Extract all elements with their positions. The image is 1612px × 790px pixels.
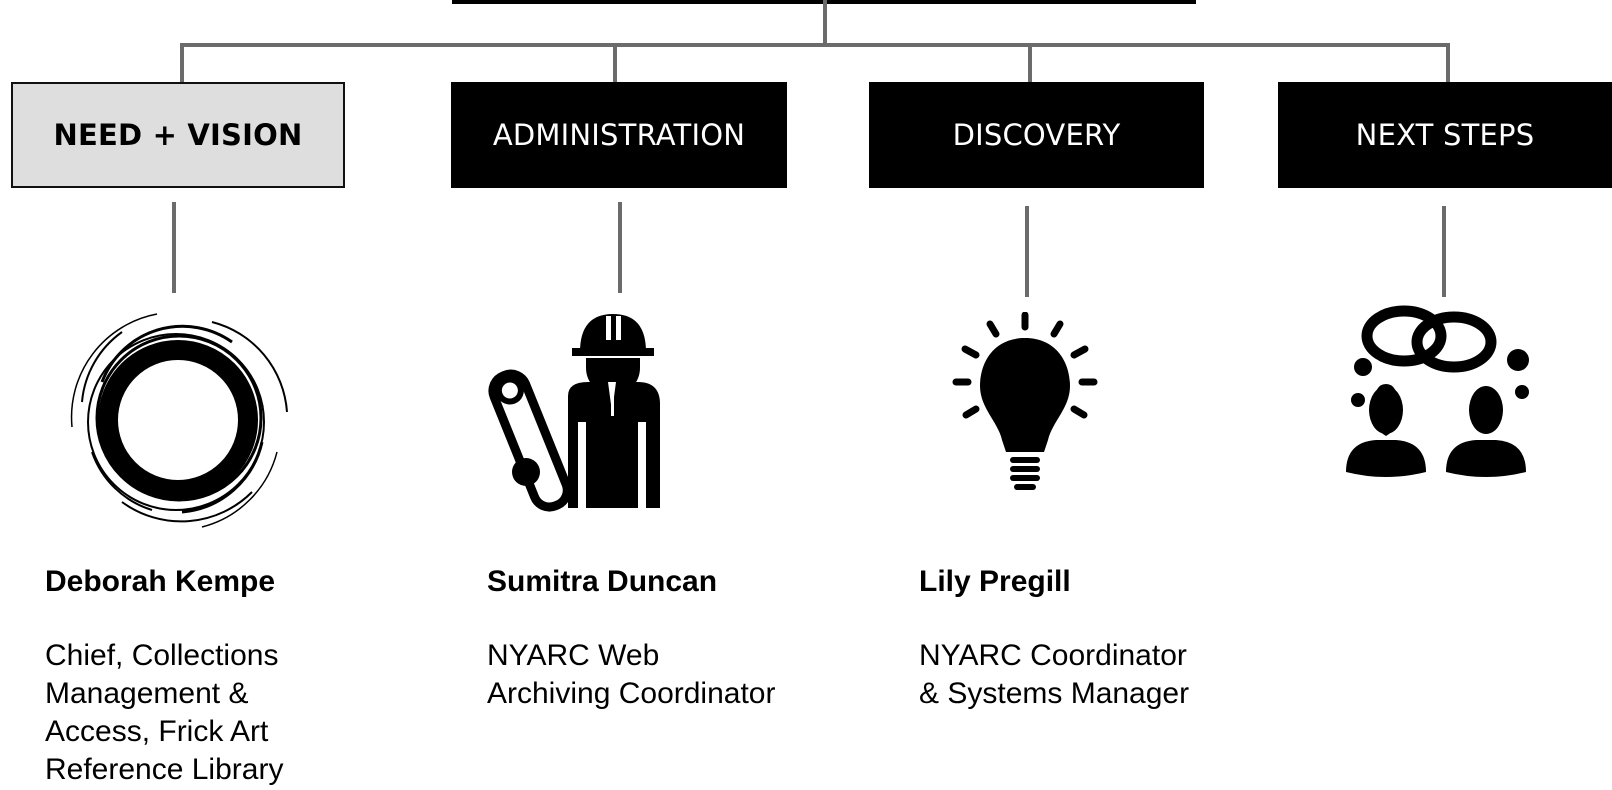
category-label: NEXT STEPS xyxy=(1355,118,1535,152)
person-name: Lily Pregill xyxy=(919,565,1071,598)
person-card-deborah-kempe: Deborah Kempe Chief, Collections Managem… xyxy=(45,563,283,789)
person-title: NYARC Coordinator & Systems Manager xyxy=(919,639,1190,710)
category-next-steps: NEXT STEPS xyxy=(1278,82,1612,188)
person-name: Sumitra Duncan xyxy=(487,565,718,598)
category-label: DISCOVERY xyxy=(952,118,1121,152)
category-label: ADMINISTRATION xyxy=(492,118,746,152)
category-administration: ADMINISTRATION xyxy=(451,82,787,188)
person-title: Chief, Collections Management & Access, … xyxy=(45,639,284,786)
person-card-lily-pregill: Lily Pregill NYARC Coordinator & Systems… xyxy=(919,563,1189,713)
person-title: NYARC Web Archiving Coordinator xyxy=(487,639,776,710)
two-people-conversation-icon xyxy=(1346,305,1529,477)
person-card-sumitra-duncan: Sumitra Duncan NYARC Web Archiving Coord… xyxy=(487,563,775,713)
lightbulb-icon xyxy=(952,312,1098,490)
category-label: NEED + VISION xyxy=(53,118,303,152)
category-discovery: DISCOVERY xyxy=(869,82,1204,188)
category-need-vision: NEED + VISION xyxy=(11,82,345,188)
person-name: Deborah Kempe xyxy=(45,565,276,598)
swirl-circle-icon xyxy=(70,313,288,528)
construction-worker-icon xyxy=(488,314,660,512)
